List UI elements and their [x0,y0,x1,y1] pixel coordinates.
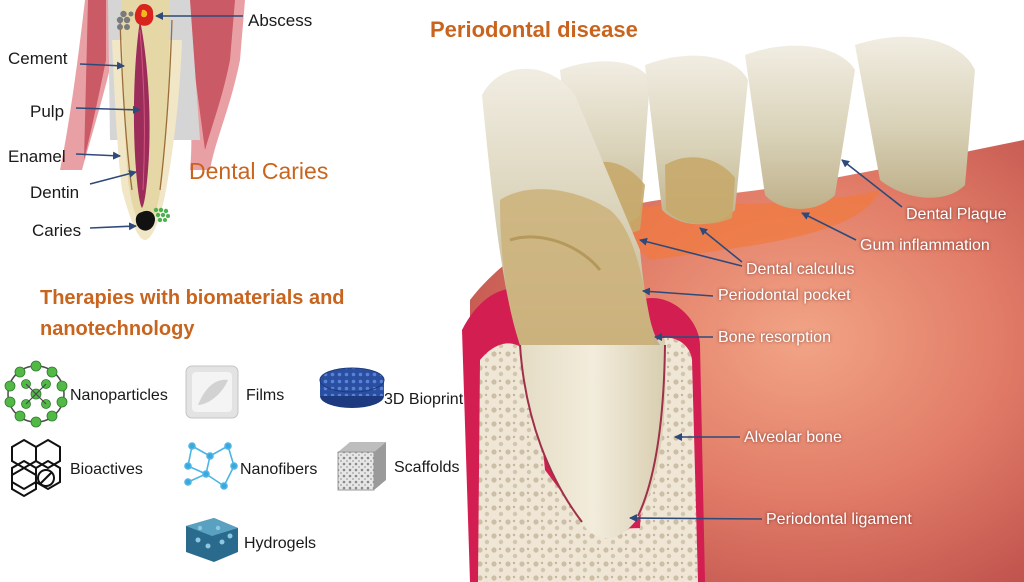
label-abscess: Abscess [248,11,313,30]
nanoparticles-icon [4,360,68,428]
arrow-dental-plaque [841,159,903,208]
label-nanoparticles: Nanoparticles [70,387,168,404]
caries-arrows [75,12,243,231]
arrow-gum-inflammation [801,212,857,241]
label-alveolar-bone: Alveolar bone [744,429,842,446]
bioprint-icon [319,367,385,408]
green-bacteria-icon [153,207,170,223]
label-films: Films [246,387,285,404]
periodontal-title: Periodontal disease [430,17,638,42]
arrow-dental-calculus-1 [699,227,743,263]
arrow-periodontal-ligament [629,514,763,523]
label-pulp: Pulp [30,102,65,121]
label-scaffolds: Scaffolds [394,459,460,476]
caries-tooth-illustration [60,0,245,240]
hydrogels-icon [186,518,238,562]
bioactives-icon [11,438,61,498]
periodontal-arrows [629,159,903,523]
label-cement: Cement [8,49,68,68]
label-dental-plaque: Dental Plaque [906,206,1007,223]
arrow-pulp [75,105,141,114]
scaffolds-icon [337,442,386,491]
nanofibers-icon [184,442,238,490]
arrow-periodontal-pocket [642,287,714,297]
label-bioactives: Bioactives [70,461,143,478]
arrow-dental-calculus-2 [639,237,743,267]
label-bioprint: 3D Bioprint [384,391,464,408]
periodontal-illustration [462,36,1024,582]
label-bone-resorption: Bone resorption [718,329,831,346]
films-icon [185,365,239,419]
label-periodontal-pocket: Periodontal pocket [718,287,851,304]
label-periodontal-ligament: Periodontal ligament [766,511,912,528]
caries-title: Dental Caries [189,158,329,184]
arrow-enamel [75,151,121,160]
arrow-caries [89,222,137,231]
label-dental-calculus: Dental calculus [746,261,855,278]
arrow-dentin [89,169,137,185]
label-hydrogels: Hydrogels [244,535,317,552]
label-gum-inflammation: Gum inflammation [860,237,990,254]
arrow-cement [79,61,125,70]
label-nanofibers: Nanofibers [240,461,318,478]
therapies-title: Therapies with biomaterials and nanotech… [40,287,345,340]
label-caries: Caries [32,221,82,240]
bacteria-cluster-icon [116,10,134,30]
label-dentin: Dentin [30,183,80,202]
label-enamel: Enamel [8,147,66,166]
